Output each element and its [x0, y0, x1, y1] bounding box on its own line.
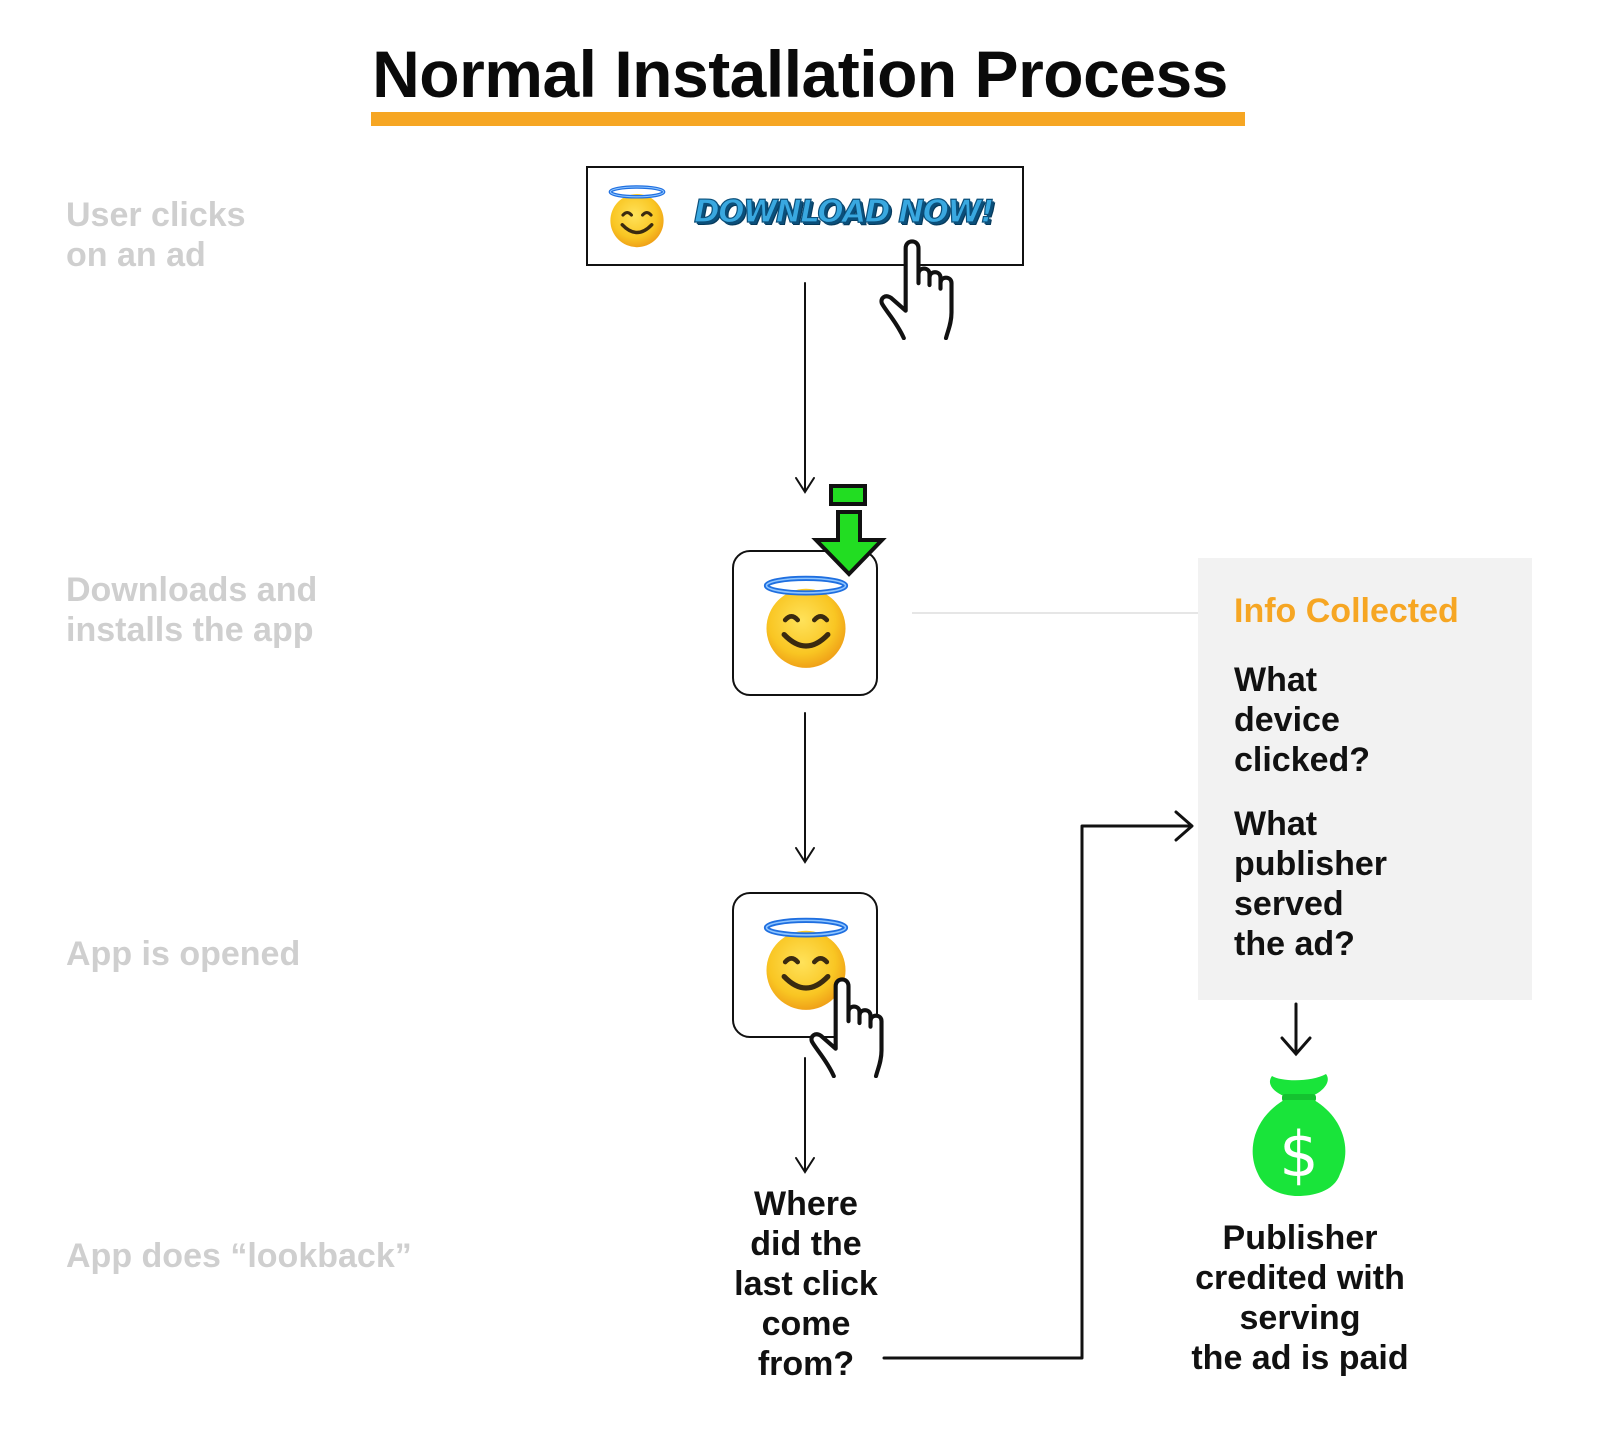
installed-app-icon: [732, 550, 878, 696]
download-now-text: DOWNLOAD NOW!: [693, 193, 995, 230]
page-title: Normal Installation Process: [372, 37, 1228, 111]
step-label-download-install: Downloads and installs the app: [66, 571, 318, 649]
download-now-ad-banner[interactable]: DOWNLOAD NOW!: [586, 166, 1024, 266]
pointing-hand-cursor-icon: [881, 241, 951, 338]
info-collected-box: Info Collected What device clicked? What…: [1198, 558, 1532, 1000]
download-arrow-icon: [811, 484, 887, 577]
info-question-publisher: What publisher served the ad?: [1234, 805, 1388, 963]
publisher-paid-result: Publisher credited with serving the ad i…: [1191, 1219, 1409, 1377]
step-label-app-opened: App is opened: [66, 935, 301, 973]
lookback-to-info-arrow: [882, 810, 1194, 1360]
lookback-question: Where did the last click come from?: [734, 1185, 878, 1383]
flow-arrow-2: [795, 712, 815, 864]
pointing-hand-cursor-icon: [811, 979, 881, 1076]
info-to-payment-arrow: [1280, 1002, 1312, 1057]
step-label-click-ad: User clicks on an ad: [66, 196, 246, 274]
info-question-device: What device clicked?: [1234, 661, 1371, 779]
info-collected-title: Info Collected: [1234, 592, 1459, 630]
svg-text:$: $: [1279, 1118, 1318, 1191]
money-bag-icon: $: [1252, 1074, 1346, 1196]
step-label-lookback: App does “lookback”: [66, 1237, 412, 1275]
title-underline: [371, 112, 1245, 126]
flow-arrow-3: [795, 1057, 815, 1174]
flow-arrow-1: [795, 282, 815, 494]
